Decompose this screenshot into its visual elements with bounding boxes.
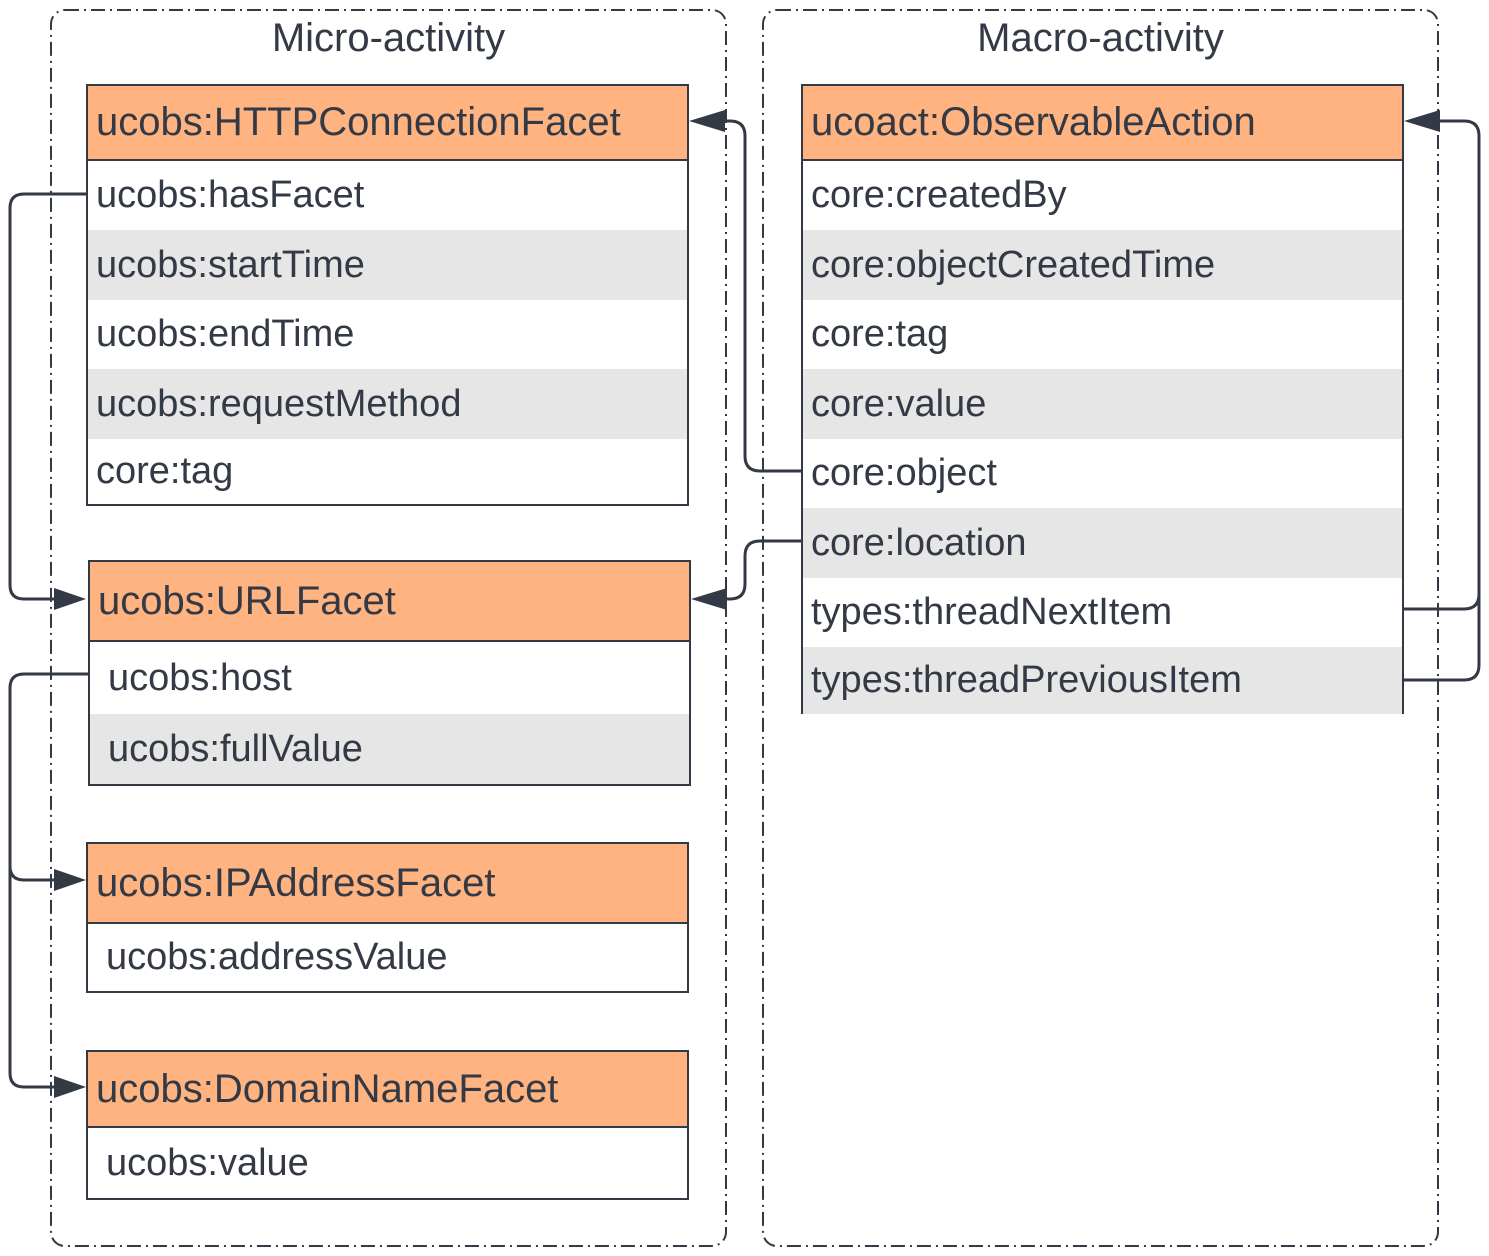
property-row: core:object [811, 452, 997, 494]
property-row: core:objectCreatedTime [803, 230, 1402, 300]
property-row: core:createdBy [811, 174, 1067, 216]
connector-previous-to-action [1404, 594, 1481, 682]
ip-address-facet-box[interactable]: ucobs:IPAddressFacet ucobs:addressValue [86, 842, 689, 993]
property-row: ucobs:value [106, 1141, 309, 1184]
observable-action-box[interactable]: ucoact:ObservableAction core:createdBy c… [801, 84, 1404, 714]
domain-name-facet-box[interactable]: ucobs:DomainNameFacet ucobs:value [86, 1050, 689, 1200]
url-facet-box[interactable]: ucobs:URLFacet ucobs:host ucobs:fullValu… [88, 560, 691, 786]
arrowhead [689, 110, 725, 132]
connector-location-to-url [724, 539, 801, 601]
property-row: ucobs:startTime [88, 230, 687, 300]
micro-activity-title: Micro-activity [271, 16, 506, 60]
entity-header: ucobs:IPAddressFacet [88, 844, 687, 924]
entity-header: ucoact:ObservableAction [803, 86, 1402, 161]
connector-next-to-action [1404, 119, 1481, 611]
property-row: ucobs:requestMethod [88, 369, 687, 439]
property-row: core:tag [811, 313, 949, 355]
property-row: core:value [803, 369, 1402, 439]
property-row: ucobs:host [108, 656, 292, 699]
connector-hasfacet-to-urlfacet [8, 192, 86, 601]
arrowhead [54, 1076, 86, 1098]
connector-host-to-ipaddress [8, 672, 88, 882]
connector-object-to-http [722, 119, 801, 473]
arrowhead [54, 869, 86, 891]
http-connection-facet-box[interactable]: ucobs:HTTPConnectionFacet ucobs:hasFacet… [86, 84, 689, 506]
macro-activity-title: Macro-activity [977, 16, 1224, 60]
property-row: ucobs:fullValue [90, 714, 689, 784]
property-row: ucobs:addressValue [106, 936, 448, 978]
property-row: types:threadNextItem [811, 591, 1173, 633]
property-row: ucobs:endTime [96, 313, 355, 355]
connector-host-to-domainname [8, 866, 56, 1089]
property-row: core:location [803, 508, 1402, 578]
entity-header: ucobs:URLFacet [90, 562, 689, 642]
entity-header: ucobs:DomainNameFacet [88, 1052, 687, 1128]
property-row: core:tag [96, 450, 234, 492]
arrowhead [54, 588, 86, 610]
arrowhead [691, 588, 727, 610]
entity-header: ucobs:HTTPConnectionFacet [88, 86, 687, 161]
arrowhead [1404, 110, 1440, 132]
property-row: types:threadPreviousItem [803, 647, 1402, 714]
property-row: ucobs:hasFacet [96, 174, 365, 216]
